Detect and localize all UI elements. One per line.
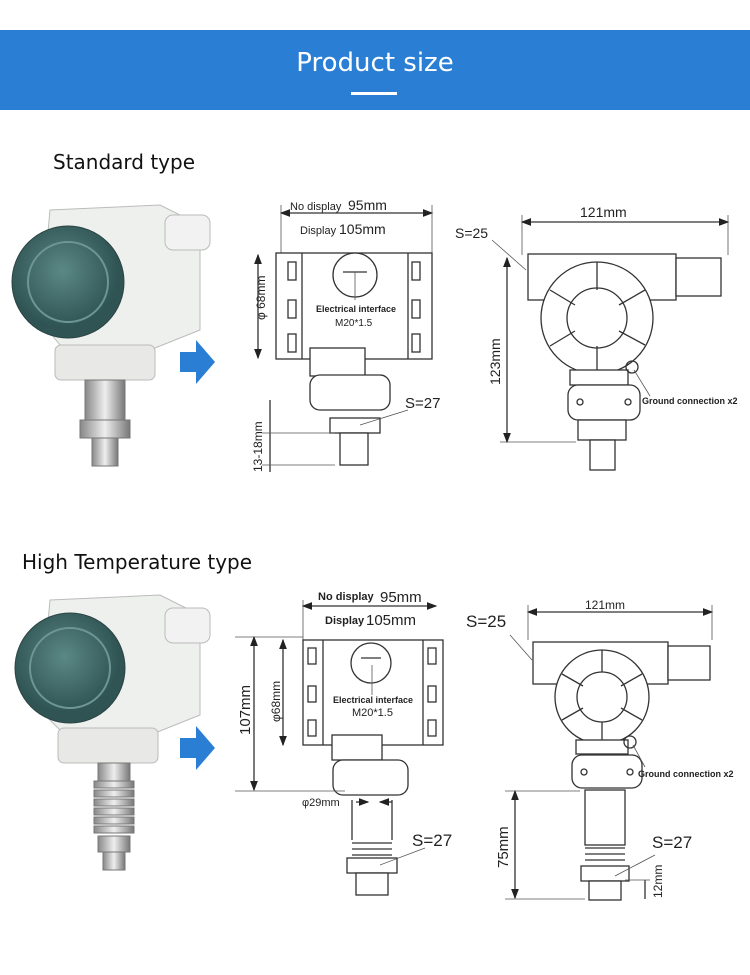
neck-length-dim: 75mm bbox=[495, 826, 512, 868]
standard-type-figure: No display 95mm Display 105mm Electrical… bbox=[11, 197, 738, 472]
side-view-drawing: 121mm S=25 Ground connection x2 123mm bbox=[455, 204, 738, 471]
height-dim: 107mm bbox=[237, 685, 254, 735]
width-dim: 121mm bbox=[580, 204, 627, 220]
page-title: Product size bbox=[296, 48, 454, 78]
front-view-drawing: No display 95mm Display 105mm Electrical… bbox=[251, 197, 440, 472]
display-dim: 105mm bbox=[366, 612, 416, 629]
ground-connection-label: Ground connection x2 bbox=[642, 396, 738, 406]
height-dim: 123mm bbox=[487, 338, 503, 385]
wrench-s27: S=27 bbox=[652, 833, 692, 852]
interface-label: Electrical interface bbox=[333, 695, 413, 705]
no-display-label: No display bbox=[290, 201, 342, 213]
product-photo-standard bbox=[11, 204, 211, 467]
thread-label: M20*1.5 bbox=[352, 707, 393, 719]
thread-length-dim: 12mm bbox=[651, 865, 665, 898]
no-display-dim: 95mm bbox=[348, 197, 387, 213]
display-label: Display bbox=[300, 225, 337, 237]
high-temperature-type-figure: No display 95mm Display 105mm Electrical… bbox=[14, 589, 734, 901]
no-display-dim: 95mm bbox=[380, 589, 422, 606]
diameter-dim: φ 68mm bbox=[254, 276, 268, 320]
display-label: Display bbox=[325, 615, 365, 627]
ground-connection-label: Ground connection x2 bbox=[638, 769, 734, 779]
product-photo-high-temp bbox=[14, 594, 211, 871]
header-banner: Product size bbox=[0, 30, 750, 110]
thread-length-dim: 13-18mm bbox=[251, 421, 265, 472]
no-display-label: No display bbox=[318, 591, 375, 603]
display-dim: 105mm bbox=[339, 221, 386, 237]
wrench-s27: S=27 bbox=[412, 831, 452, 850]
front-view-drawing: No display 95mm Display 105mm Electrical… bbox=[235, 589, 452, 896]
section-title-high-temp: High Temperature type bbox=[22, 550, 253, 574]
section-title-standard: Standard type bbox=[53, 150, 196, 174]
side-view-drawing: 121mm S=25 Ground connection x2 75mm S=2… bbox=[466, 598, 734, 901]
diameter-dim: φ68mm bbox=[269, 681, 283, 722]
wrench-s27: S=27 bbox=[405, 395, 440, 412]
neck-diameter-dim: φ29mm bbox=[302, 797, 340, 809]
wrench-s25: S=25 bbox=[466, 612, 506, 631]
width-dim: 121mm bbox=[585, 598, 625, 612]
arrow-icon bbox=[180, 726, 215, 770]
arrow-icon bbox=[180, 340, 215, 384]
wrench-s25: S=25 bbox=[455, 225, 488, 241]
thread-label: M20*1.5 bbox=[335, 318, 373, 329]
title-underline bbox=[351, 92, 397, 95]
interface-label: Electrical interface bbox=[316, 304, 396, 314]
